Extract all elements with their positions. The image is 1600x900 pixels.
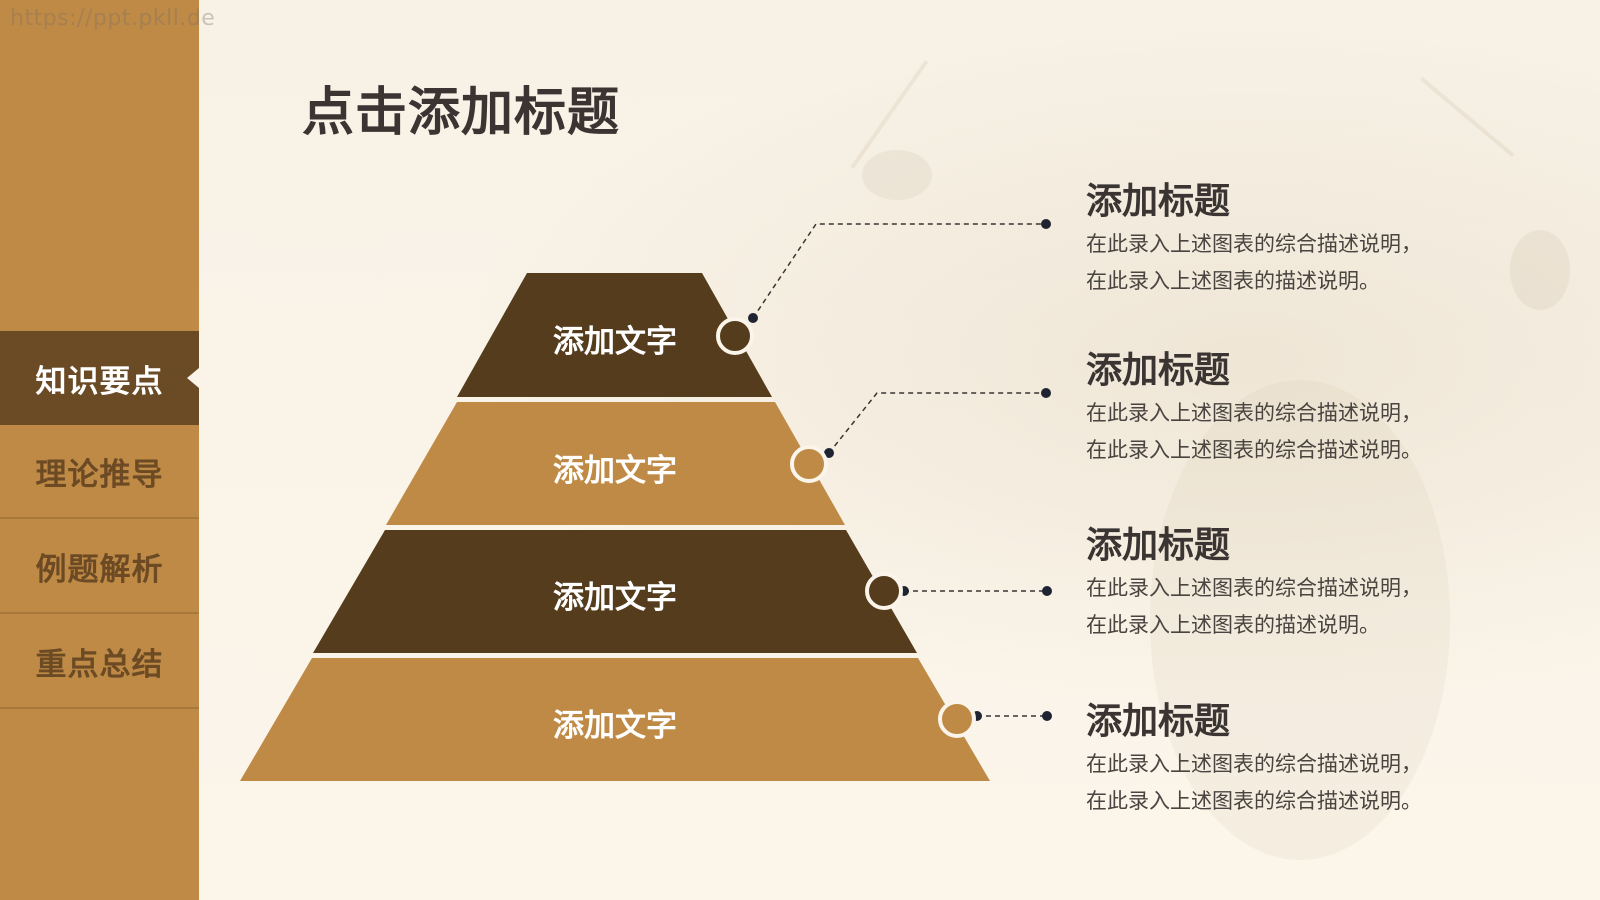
pyramid-tier-1[interactable] [457,273,772,397]
callout-4: 添加标题 在此录入上述图表的综合描述说明， 在此录入上述图表的综合描述说明。 [1086,700,1422,820]
tier-marker-2 [790,445,828,483]
watermark: https://ppt.pkll.de [10,6,216,31]
tier-marker-1 [716,317,754,355]
sidebar-item-key-summary[interactable]: 重点总结 [0,615,199,709]
callout-3: 添加标题 在此录入上述图表的综合描述说明， 在此录入上述图表的描述说明。 [1086,524,1422,644]
callout-desc-line-1: 在此录入上述图表的综合描述说明， [1086,576,1422,600]
callout-1: 添加标题 在此录入上述图表的综合描述说明， 在此录入上述图表的描述说明。 [1086,180,1422,300]
callout-title[interactable]: 添加标题 [1086,350,1231,391]
callout-desc-line-2: 在此录入上述图表的描述说明。 [1086,269,1380,293]
tier-label[interactable]: 添加文字 [553,453,677,489]
pyramid-tier-4[interactable] [240,658,990,781]
sidebar-item-theory-derivation[interactable]: 理论推导 [0,425,199,519]
sidebar-item-label: 重点总结 [35,646,164,683]
sidebar-item-label: 知识要点 [35,363,164,400]
callout-desc-line-2: 在此录入上述图表的描述说明。 [1086,613,1380,637]
tier-label[interactable]: 添加文字 [553,324,677,360]
sidebar-item-label: 理论推导 [35,456,164,493]
callout-title[interactable]: 添加标题 [1086,525,1231,566]
sidebar-item-example-analysis[interactable]: 例题解析 [0,520,199,614]
callout-title[interactable]: 添加标题 [1086,701,1231,742]
sidebar-item-knowledge-points[interactable]: 知识要点 [0,331,199,425]
tier-label[interactable]: 添加文字 [553,708,677,744]
music-note-decoration [1510,230,1570,310]
sidebar-item-label: 例题解析 [35,551,164,588]
connector-3 [899,586,1052,596]
connector-4 [972,711,1052,721]
callout-2: 添加标题 在此录入上述图表的综合描述说明， 在此录入上述图表的综合描述说明。 [1086,349,1422,469]
tier-marker-4 [938,700,976,738]
tier-marker-3 [865,572,903,610]
callout-desc-line-1: 在此录入上述图表的综合描述说明， [1086,752,1422,776]
callout-desc-line-2: 在此录入上述图表的综合描述说明。 [1086,789,1422,813]
page-title[interactable]: 点击添加标题 [302,83,621,143]
ink-wash-decoration [1150,380,1450,860]
music-note-decoration [862,150,932,200]
callout-desc-line-1: 在此录入上述图表的综合描述说明， [1086,401,1422,425]
callout-desc-line-1: 在此录入上述图表的综合描述说明， [1086,232,1422,256]
connector-1 [748,219,1051,323]
sidebar-nav: 知识要点 理论推导 例题解析 重点总结 [0,0,199,900]
pyramid-tier-2[interactable] [386,402,845,525]
callout-title[interactable]: 添加标题 [1086,181,1231,222]
callout-desc-line-2: 在此录入上述图表的综合描述说明。 [1086,438,1422,462]
connector-2 [824,388,1051,458]
tier-label[interactable]: 添加文字 [553,580,677,616]
pyramid-tier-3[interactable] [313,530,917,653]
